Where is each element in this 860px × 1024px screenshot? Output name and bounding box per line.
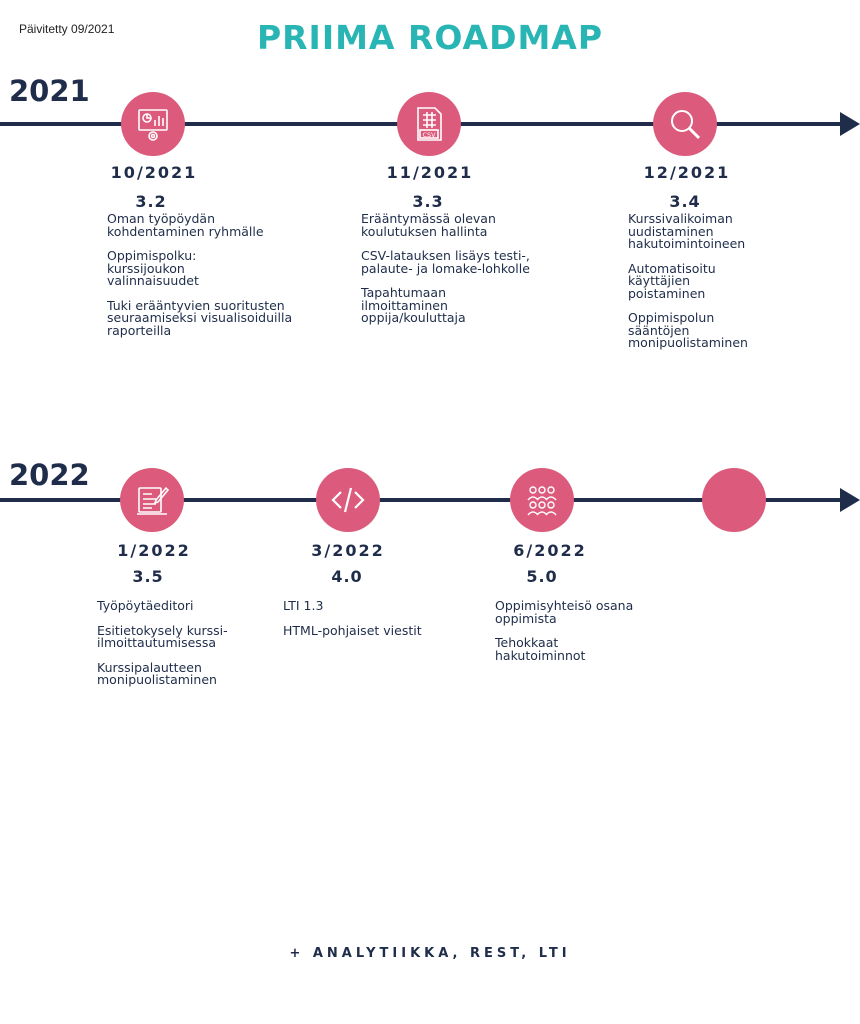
milestone-items: Erääntymässä olevan koulutuksen hallinta… [361, 211, 556, 337]
milestone-version: 5.0 [526, 567, 558, 586]
milestone-date: 11/2021 [386, 163, 474, 182]
list-item: Oppimisyhteisö osana oppimista [495, 598, 634, 626]
community-icon [510, 468, 574, 532]
list-item: Oppimispolun sääntöjen monipuolistaminen [628, 310, 748, 350]
page-title: PRIIMA ROADMAP [256, 18, 604, 57]
list-item: Työpöytäeditori [97, 598, 194, 613]
milestone-items: Oman työpöydän kohdentaminen ryhmälle Op… [107, 211, 297, 349]
milestone-items: Oppimisyhteisö osana oppimista Tehokkaat… [495, 598, 665, 674]
list-item: Tuki erääntyvien suoritusten seuraamisek… [107, 297, 293, 338]
milestone-date: 3/2022 [311, 541, 385, 560]
milestone-version: 4.0 [331, 567, 363, 586]
list-item: Oppimispolku: kurssijoukon valinnaisuude… [107, 248, 199, 288]
code-icon [316, 468, 380, 532]
list-item: Kurssivalikoiman uudistaminen hakutoimin… [628, 211, 746, 251]
search-icon [653, 92, 717, 156]
milestone-items: Kurssivalikoiman uudistaminen hakutoimin… [628, 211, 768, 362]
milestone-items: LTI 1.3 HTML-pohjaiset viestit [283, 598, 453, 649]
list-item: Tapahtumaan ilmoittaminen oppija/koulutt… [361, 285, 466, 325]
milestone-version: 3.2 [135, 192, 167, 211]
milestone-version: 3.4 [669, 192, 701, 211]
arrow-head-2021 [840, 112, 860, 136]
timeline-2022 [0, 498, 842, 502]
year-label-2021: 2021 [9, 74, 90, 108]
csv-file-icon: CSV [397, 92, 461, 156]
list-item: Erääntymässä olevan koulutuksen hallinta [361, 211, 496, 239]
year-label-2022: 2022 [9, 458, 90, 492]
list-item: LTI 1.3 [283, 598, 324, 613]
arrow-head-2022 [840, 488, 860, 512]
empty-milestone-circle [702, 468, 766, 532]
milestone-date: 1/2022 [117, 541, 191, 560]
updated-label: Päivitetty 09/2021 [19, 22, 115, 36]
list-item: Esitietokysely kurssi-ilmoittautumisessa [97, 622, 228, 650]
milestone-date: 12/2021 [643, 163, 731, 182]
list-item: CSV-latauksen lisäys testi-, palaute- ja… [361, 248, 530, 276]
editor-icon [120, 468, 184, 532]
list-item: HTML-pohjaiset viestit [283, 622, 422, 638]
milestone-items: Työpöytäeditori Esitietokysely kurssi-il… [97, 598, 257, 699]
milestone-date: 10/2021 [110, 163, 198, 182]
list-item: Oman työpöydän kohdentaminen ryhmälle [107, 211, 264, 239]
milestone-date: 6/2022 [513, 541, 587, 560]
analytics-icon [121, 92, 185, 156]
list-item: Automatisoitu käyttäjien poistaminen [628, 260, 716, 301]
list-item: Kurssipalautteen monipuolistaminen [97, 659, 217, 687]
milestone-version: 3.5 [132, 567, 164, 586]
list-item: Tehokkaat hakutoiminnot [495, 635, 586, 663]
milestone-version: 3.3 [412, 192, 444, 211]
footer-note: + ANALYTIIKKA, REST, LTI [289, 946, 571, 961]
svg-text:CSV: CSV [422, 131, 436, 139]
